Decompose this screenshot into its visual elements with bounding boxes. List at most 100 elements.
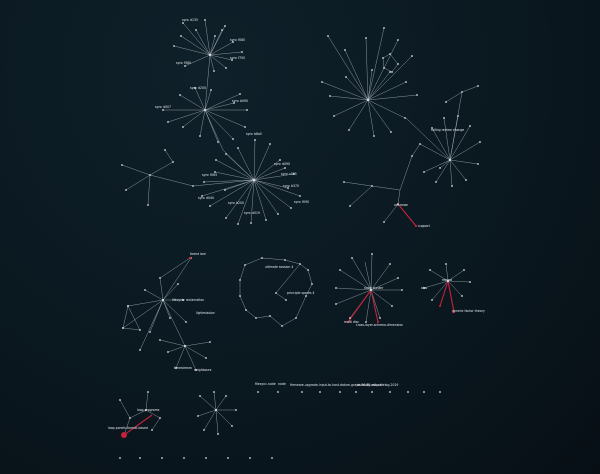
graph-node[interactable] bbox=[121, 164, 123, 166]
graph-node[interactable] bbox=[246, 109, 248, 111]
graph-node[interactable] bbox=[279, 159, 281, 161]
graph-node[interactable] bbox=[183, 457, 185, 459]
graph-node[interactable] bbox=[217, 433, 219, 435]
graph-node[interactable] bbox=[391, 71, 393, 73]
graph-node[interactable] bbox=[237, 147, 239, 149]
graph-node[interactable] bbox=[167, 351, 169, 353]
graph-node[interactable] bbox=[261, 257, 263, 259]
graph-node[interactable] bbox=[389, 391, 391, 393]
graph-node[interactable] bbox=[159, 277, 161, 279]
graph-node[interactable] bbox=[151, 429, 153, 431]
graph-node[interactable] bbox=[194, 87, 196, 89]
graph-node[interactable] bbox=[185, 321, 187, 323]
graph-node[interactable] bbox=[349, 205, 351, 207]
graph-node[interactable] bbox=[233, 102, 235, 104]
graph-node[interactable] bbox=[195, 29, 197, 31]
graph-node[interactable] bbox=[224, 189, 226, 191]
graph-node[interactable] bbox=[269, 315, 271, 317]
graph-node[interactable] bbox=[383, 67, 385, 69]
graph-node[interactable] bbox=[204, 19, 206, 21]
graph-node[interactable] bbox=[463, 269, 465, 271]
graph-node[interactable] bbox=[379, 317, 381, 319]
graph-node[interactable] bbox=[423, 287, 425, 289]
graph-node[interactable] bbox=[383, 221, 385, 223]
graph-node[interactable] bbox=[366, 98, 370, 102]
highlighted-node[interactable] bbox=[452, 310, 456, 314]
graph-node[interactable] bbox=[469, 125, 471, 127]
graph-node[interactable] bbox=[365, 321, 367, 323]
graph-node[interactable] bbox=[327, 35, 329, 37]
graph-node[interactable] bbox=[125, 189, 127, 191]
graph-node[interactable] bbox=[203, 181, 205, 183]
graph-node[interactable] bbox=[365, 37, 367, 39]
graph-node[interactable] bbox=[213, 70, 215, 72]
graph-node[interactable] bbox=[179, 94, 181, 96]
graph-node[interactable] bbox=[445, 263, 447, 265]
graph-node[interactable] bbox=[397, 39, 399, 41]
graph-node[interactable] bbox=[446, 279, 450, 283]
graph-node[interactable] bbox=[149, 331, 151, 333]
graph-node[interactable] bbox=[180, 35, 182, 37]
graph-node[interactable] bbox=[252, 178, 256, 182]
graph-node[interactable] bbox=[161, 298, 165, 302]
highlighted-node[interactable] bbox=[377, 321, 379, 323]
graph-node[interactable] bbox=[271, 457, 273, 459]
graph-node[interactable] bbox=[232, 138, 234, 140]
graph-node[interactable] bbox=[209, 341, 211, 343]
graph-node[interactable] bbox=[423, 391, 425, 393]
graph-node[interactable] bbox=[371, 253, 373, 255]
graph-node[interactable] bbox=[287, 187, 289, 189]
graph-node[interactable] bbox=[225, 217, 227, 219]
graph-node[interactable] bbox=[448, 158, 452, 162]
graph-node[interactable] bbox=[244, 264, 246, 266]
graph-node[interactable] bbox=[477, 85, 479, 87]
graph-node[interactable] bbox=[461, 295, 463, 297]
graph-node[interactable] bbox=[407, 391, 409, 393]
graph-node[interactable] bbox=[119, 457, 121, 459]
graph-node[interactable] bbox=[172, 161, 174, 163]
graph-node[interactable] bbox=[227, 457, 229, 459]
graph-node[interactable] bbox=[159, 417, 161, 419]
graph-node[interactable] bbox=[423, 171, 425, 173]
graph-node[interactable] bbox=[335, 303, 337, 305]
graph-node[interactable] bbox=[257, 391, 259, 393]
graph-node[interactable] bbox=[339, 391, 341, 393]
graph-node[interactable] bbox=[208, 53, 212, 57]
highlighted-node[interactable] bbox=[121, 432, 127, 438]
graph-node[interactable] bbox=[351, 257, 353, 259]
graph-node[interactable] bbox=[401, 289, 403, 291]
graph-node[interactable] bbox=[249, 457, 251, 459]
graph-node[interactable] bbox=[345, 76, 347, 78]
graph-node[interactable] bbox=[431, 299, 433, 301]
graph-node[interactable] bbox=[293, 173, 295, 175]
graph-node[interactable] bbox=[275, 292, 277, 294]
graph-node[interactable] bbox=[139, 329, 141, 331]
graph-node[interactable] bbox=[404, 117, 406, 119]
graph-node[interactable] bbox=[382, 57, 384, 59]
graph-node[interactable] bbox=[435, 181, 437, 183]
graph-node[interactable] bbox=[479, 141, 481, 143]
graph-node[interactable] bbox=[461, 91, 463, 93]
graph-node[interactable] bbox=[239, 93, 241, 95]
graph-node[interactable] bbox=[149, 174, 151, 176]
graph-node[interactable] bbox=[167, 121, 169, 123]
graph-node[interactable] bbox=[182, 299, 184, 301]
graph-node[interactable] bbox=[254, 139, 256, 141]
graph-node[interactable] bbox=[175, 367, 177, 369]
graph-node[interactable] bbox=[214, 408, 218, 412]
graph-node[interactable] bbox=[343, 181, 345, 183]
graph-node[interactable] bbox=[477, 163, 479, 165]
graph-node[interactable] bbox=[231, 59, 233, 61]
graph-node[interactable] bbox=[122, 327, 124, 329]
graph-node[interactable] bbox=[244, 126, 246, 128]
graph-node[interactable] bbox=[457, 115, 459, 117]
graph-node[interactable] bbox=[161, 457, 163, 459]
graph-node[interactable] bbox=[397, 63, 399, 65]
graph-node[interactable] bbox=[290, 207, 292, 209]
graph-node[interactable] bbox=[225, 67, 227, 69]
graph-node[interactable] bbox=[429, 269, 431, 271]
graph-node[interactable] bbox=[217, 141, 219, 143]
graph-node[interactable] bbox=[255, 317, 257, 319]
graph-node[interactable] bbox=[277, 391, 279, 393]
